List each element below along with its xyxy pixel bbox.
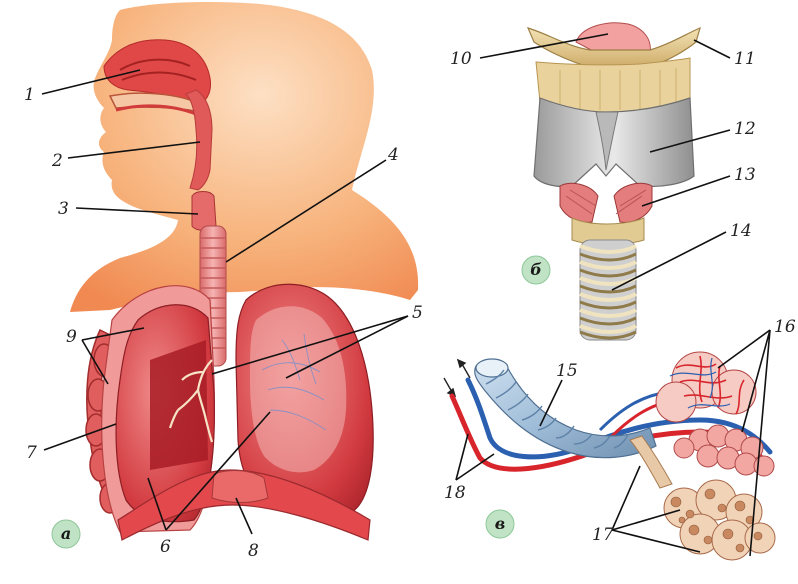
- label-18: 18: [444, 483, 466, 503]
- panel-label-b: б: [530, 260, 542, 279]
- label-15: 15: [556, 361, 578, 381]
- panel-b-figure: [528, 23, 700, 340]
- flow-arrows: [444, 360, 470, 396]
- leader-11: [694, 40, 730, 58]
- label-12: 12: [734, 119, 756, 139]
- alveolar-capillary-net: [656, 352, 756, 422]
- label-6: 6: [160, 537, 171, 557]
- label-5: 5: [412, 303, 423, 323]
- label-16: 16: [774, 317, 796, 337]
- label-10: 10: [450, 49, 472, 69]
- alveoli-cutaway: [664, 480, 775, 560]
- label-2: 2: [51, 151, 63, 171]
- leader-16a: [718, 330, 770, 368]
- label-13: 13: [734, 165, 756, 185]
- diaphragm-center: [212, 471, 268, 503]
- label-4: 4: [387, 145, 399, 165]
- label-8: 8: [248, 541, 259, 561]
- label-3: 3: [58, 199, 69, 219]
- label-1: 1: [24, 85, 35, 105]
- leader-17a: [612, 466, 640, 530]
- panel-label-v: в: [495, 514, 506, 533]
- panel-badge-v: в: [486, 510, 514, 538]
- cricothyroid-muscles: [560, 183, 652, 222]
- label-17: 17: [592, 525, 614, 545]
- lung-cutaway: [150, 340, 208, 470]
- label-11: 11: [734, 49, 756, 69]
- label-7: 7: [26, 443, 37, 463]
- tracheal-rings: [580, 240, 636, 340]
- label-14: 14: [730, 221, 752, 241]
- larynx: [192, 192, 216, 231]
- panel-badge-a: а: [52, 520, 80, 548]
- panel-label-a: а: [61, 524, 71, 543]
- panel-a-figure: [70, 2, 418, 540]
- bronchiole-opening: [476, 359, 508, 377]
- panel-badge-b: б: [522, 256, 550, 284]
- label-9: 9: [66, 327, 77, 347]
- thyroid-cartilage: [534, 98, 694, 187]
